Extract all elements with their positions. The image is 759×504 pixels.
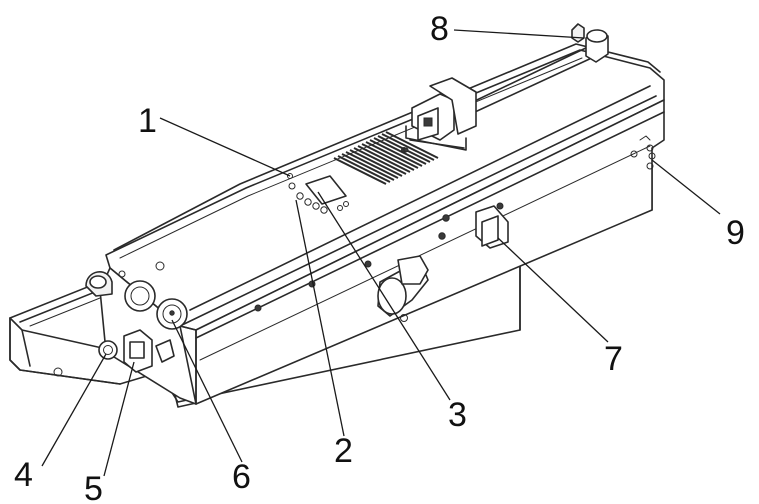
vent-slat <box>369 139 423 167</box>
vent-grille <box>333 131 439 185</box>
leader-lines <box>41 29 721 477</box>
top-clamp <box>401 77 477 153</box>
callout-4: 4 <box>14 456 33 494</box>
callout-3: 3 <box>448 396 467 434</box>
callout-7: 7 <box>604 340 623 378</box>
callout-1: 1 <box>138 102 157 140</box>
callout-8: 8 <box>430 10 449 48</box>
vent-slat <box>385 131 439 159</box>
vent-slat <box>353 147 407 175</box>
end-connectors <box>85 261 188 373</box>
leader-7 <box>497 237 609 343</box>
control-panel <box>287 147 409 214</box>
leader-5 <box>103 361 135 477</box>
vent-slat <box>337 155 391 183</box>
vent-slat <box>341 153 395 181</box>
vent-slat <box>373 137 427 165</box>
vent-slat <box>349 149 403 177</box>
vent-slat <box>381 133 435 161</box>
callout-labels: 1 2 3 4 5 6 7 8 9 <box>14 10 745 504</box>
callout-5: 5 <box>84 470 103 504</box>
side-knob <box>377 255 429 322</box>
callout-9: 9 <box>726 214 745 252</box>
leader-4 <box>41 353 107 467</box>
vent-slat <box>357 145 411 173</box>
leader-3 <box>317 191 451 401</box>
leader-2 <box>295 199 345 437</box>
leader-1 <box>159 117 291 177</box>
leader-9 <box>651 159 721 215</box>
callout-2: 2 <box>334 432 353 470</box>
vent-slat <box>345 151 399 179</box>
vent-slat <box>361 143 415 171</box>
vent-slat <box>333 157 387 185</box>
leader-8 <box>453 29 585 39</box>
vent-slat <box>365 141 419 169</box>
top-handle <box>459 23 609 119</box>
leader-6 <box>171 319 243 463</box>
side-latch <box>475 202 509 249</box>
callout-6: 6 <box>232 458 251 496</box>
